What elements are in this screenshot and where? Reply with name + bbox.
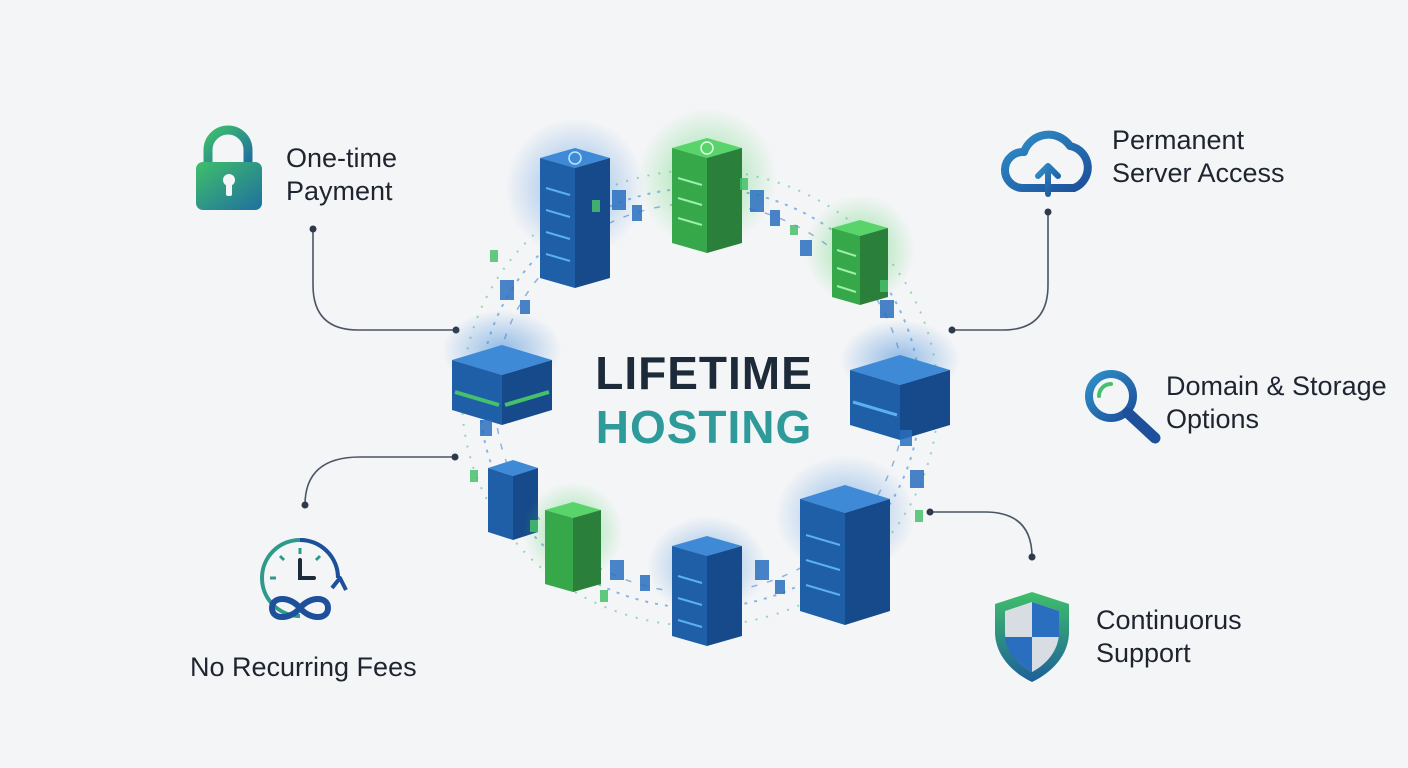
connector-continuous-support (930, 511, 1033, 558)
label-one-time-payment: One-time Payment (286, 142, 397, 208)
label-line: Support (1096, 638, 1191, 668)
connector-lines (304, 212, 1049, 558)
connector-dots (301, 208, 1052, 561)
title-line-1: LIFETIME (595, 347, 813, 399)
magnifier-icon (1085, 370, 1161, 444)
label-line: Continuorus (1096, 605, 1242, 635)
title-line-2: HOSTING (595, 401, 813, 453)
server-rack-bottom-green (523, 482, 623, 592)
label-permanent-server-access: Permanent Server Access (1112, 124, 1285, 190)
center-title: LIFETIME HOSTING (504, 346, 904, 454)
label-continuous-support: Continuorus Support (1096, 604, 1242, 670)
label-line: Payment (286, 176, 393, 206)
label-no-recurring-fees: No Recurring Fees (190, 651, 417, 684)
server-rack-top-right (805, 195, 915, 305)
shield-icon (995, 592, 1069, 682)
clock-infinity-icon (260, 538, 348, 620)
padlock-icon (196, 125, 262, 210)
label-line: No Recurring Fees (190, 652, 417, 682)
label-line: Server Access (1112, 158, 1285, 188)
data-fragments-green (470, 178, 923, 602)
server-rack-top-left (505, 118, 645, 288)
label-line: One-time (286, 143, 398, 173)
cloud-upload-icon (1000, 130, 1092, 197)
label-line: Options (1166, 404, 1260, 434)
data-fragments (480, 190, 924, 594)
server-rack-top-center (637, 108, 777, 253)
connector-one-time-payment (312, 230, 456, 331)
server-rack-right (840, 320, 960, 440)
server-rack-bottom-center (647, 516, 767, 646)
server-rack-bottom-right (775, 455, 915, 625)
label-line: Permanent (1112, 125, 1245, 155)
connector-permanent-server-access (952, 212, 1049, 331)
connector-no-recurring-fees (304, 456, 455, 506)
label-domain-storage: Domain & Storage Options (1166, 370, 1387, 436)
server-rack-left (442, 310, 562, 425)
label-line: Domain & Storage (1166, 371, 1387, 401)
